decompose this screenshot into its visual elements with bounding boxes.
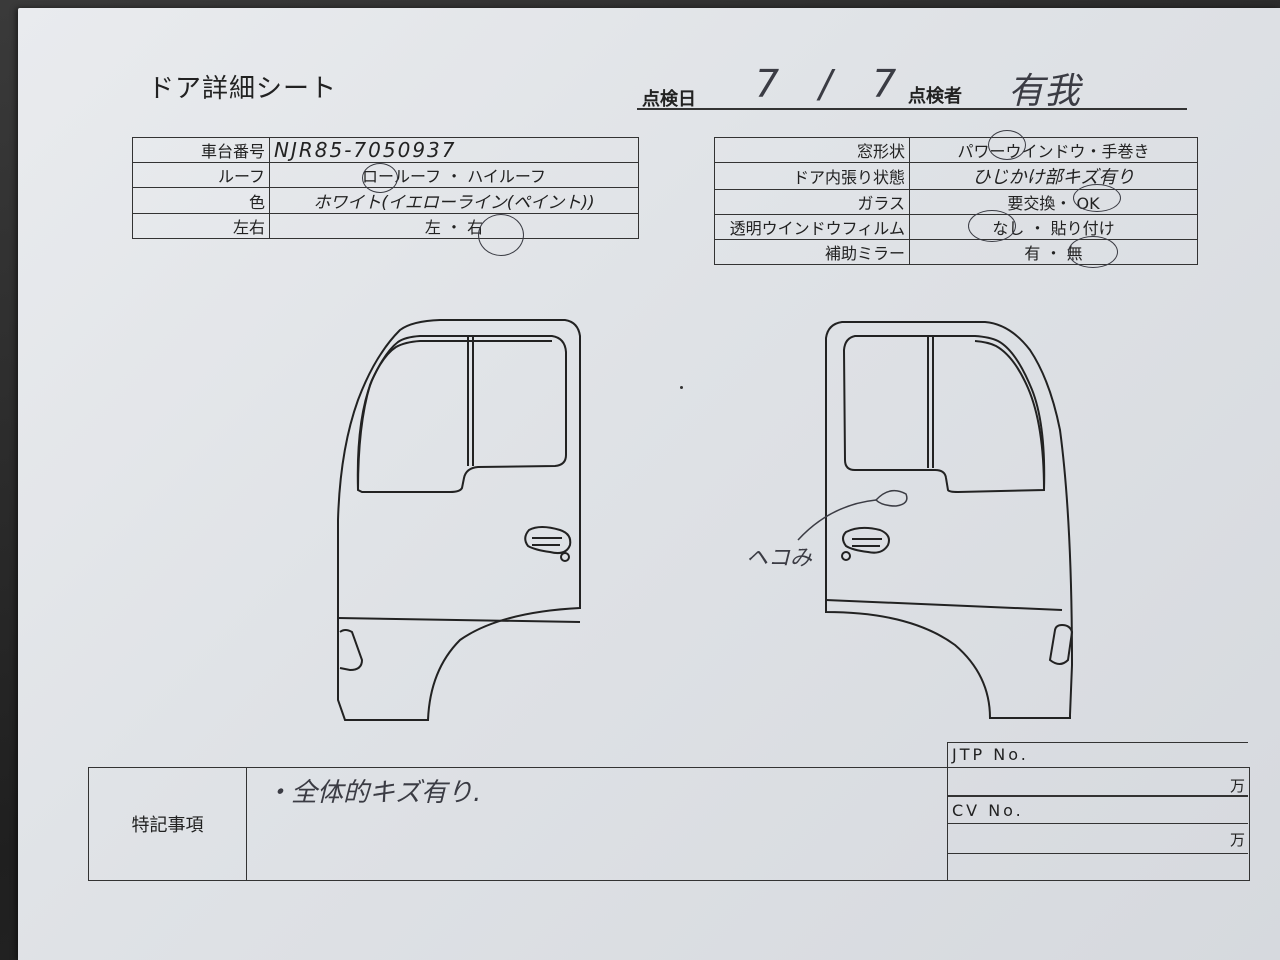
power-window-selection-circle — [988, 130, 1026, 160]
table-row: 左右 左 ・ 右 — [132, 213, 639, 239]
table-row: ガラス 要交換・ OK — [714, 189, 1198, 215]
notes-label: 特記事項 — [89, 768, 247, 880]
dent-annotation-marker — [797, 489, 908, 541]
inspector-value: 有我 — [1008, 71, 1081, 112]
left-info-table: 車台番号 NJR85-7050937 ルーフ ロールーフ ・ ハイルーフ 色 ホ… — [132, 137, 639, 239]
roof-selection-circle — [362, 163, 398, 193]
side-label: 左右 — [132, 213, 270, 239]
right-side-selection-circle — [478, 214, 524, 256]
notes-section: 特記事項 ・全体的キズ有り. JTP No. 万 CV No. 万 — [88, 742, 1250, 881]
table-row: 色 ホワイト(イエローライン(ペイント)) — [132, 187, 639, 214]
door-trim-value: ひじかけ部キズ有り — [909, 162, 1198, 190]
number-box-divider — [948, 795, 1248, 797]
number-box-divider — [948, 853, 1248, 854]
notes-text: ・全体的キズ有り. — [265, 778, 482, 808]
cv-unit: 万 — [1230, 831, 1246, 849]
side-value: 左 ・ 右 — [269, 213, 639, 239]
glass-ok-selection-circle — [1073, 184, 1121, 212]
color-label: 色 — [132, 187, 270, 214]
table-row: 窓形状 パワーウインドウ・手巻き — [714, 137, 1198, 163]
inspection-date-value: 7 / 7 — [755, 62, 911, 106]
header-underline — [637, 108, 1187, 110]
number-box: JTP No. 万 CV No. 万 — [947, 742, 1248, 880]
chassis-number-label: 車台番号 — [132, 137, 270, 163]
chassis-number-value: NJR85-7050937 — [269, 137, 639, 163]
glass-label: ガラス — [714, 189, 910, 215]
window-film-label: 透明ウインドウフィルム — [714, 214, 910, 240]
right-info-table: 窓形状 パワーウインドウ・手巻き ドア内張り状態 ひじかけ部キズ有り ガラス 要… — [714, 137, 1198, 265]
number-box-divider — [948, 823, 1248, 824]
inspection-date-label: 点検日 — [642, 89, 696, 110]
glass-value: 要交換・ OK — [909, 189, 1198, 215]
table-row: ドア内張り状態 ひじかけ部キズ有り — [714, 162, 1198, 190]
table-row: 透明ウインドウフィルム なし ・ 貼り付け — [714, 214, 1198, 240]
cv-number-label: CV No. — [952, 801, 1024, 820]
ink-dot — [680, 386, 683, 389]
table-row: 車台番号 NJR85-7050937 — [132, 137, 639, 163]
aux-mirror-value: 有 ・ 無 — [909, 239, 1198, 265]
jtp-unit: 万 — [1230, 777, 1246, 795]
mirror-none-selection-circle — [1068, 236, 1118, 268]
aux-mirror-label: 補助ミラー — [714, 239, 910, 265]
door-trim-label: ドア内張り状態 — [714, 162, 910, 190]
inspector-label: 点検者 — [908, 86, 962, 107]
jtp-number-label: JTP No. — [952, 745, 1029, 764]
dent-annotation-text: ヘコみ — [746, 546, 813, 571]
film-none-selection-circle — [968, 210, 1016, 242]
number-box-divider — [948, 767, 1248, 768]
table-row: 補助ミラー 有 ・ 無 — [714, 239, 1198, 265]
sheet-title: ドア詳細シート — [148, 74, 338, 104]
